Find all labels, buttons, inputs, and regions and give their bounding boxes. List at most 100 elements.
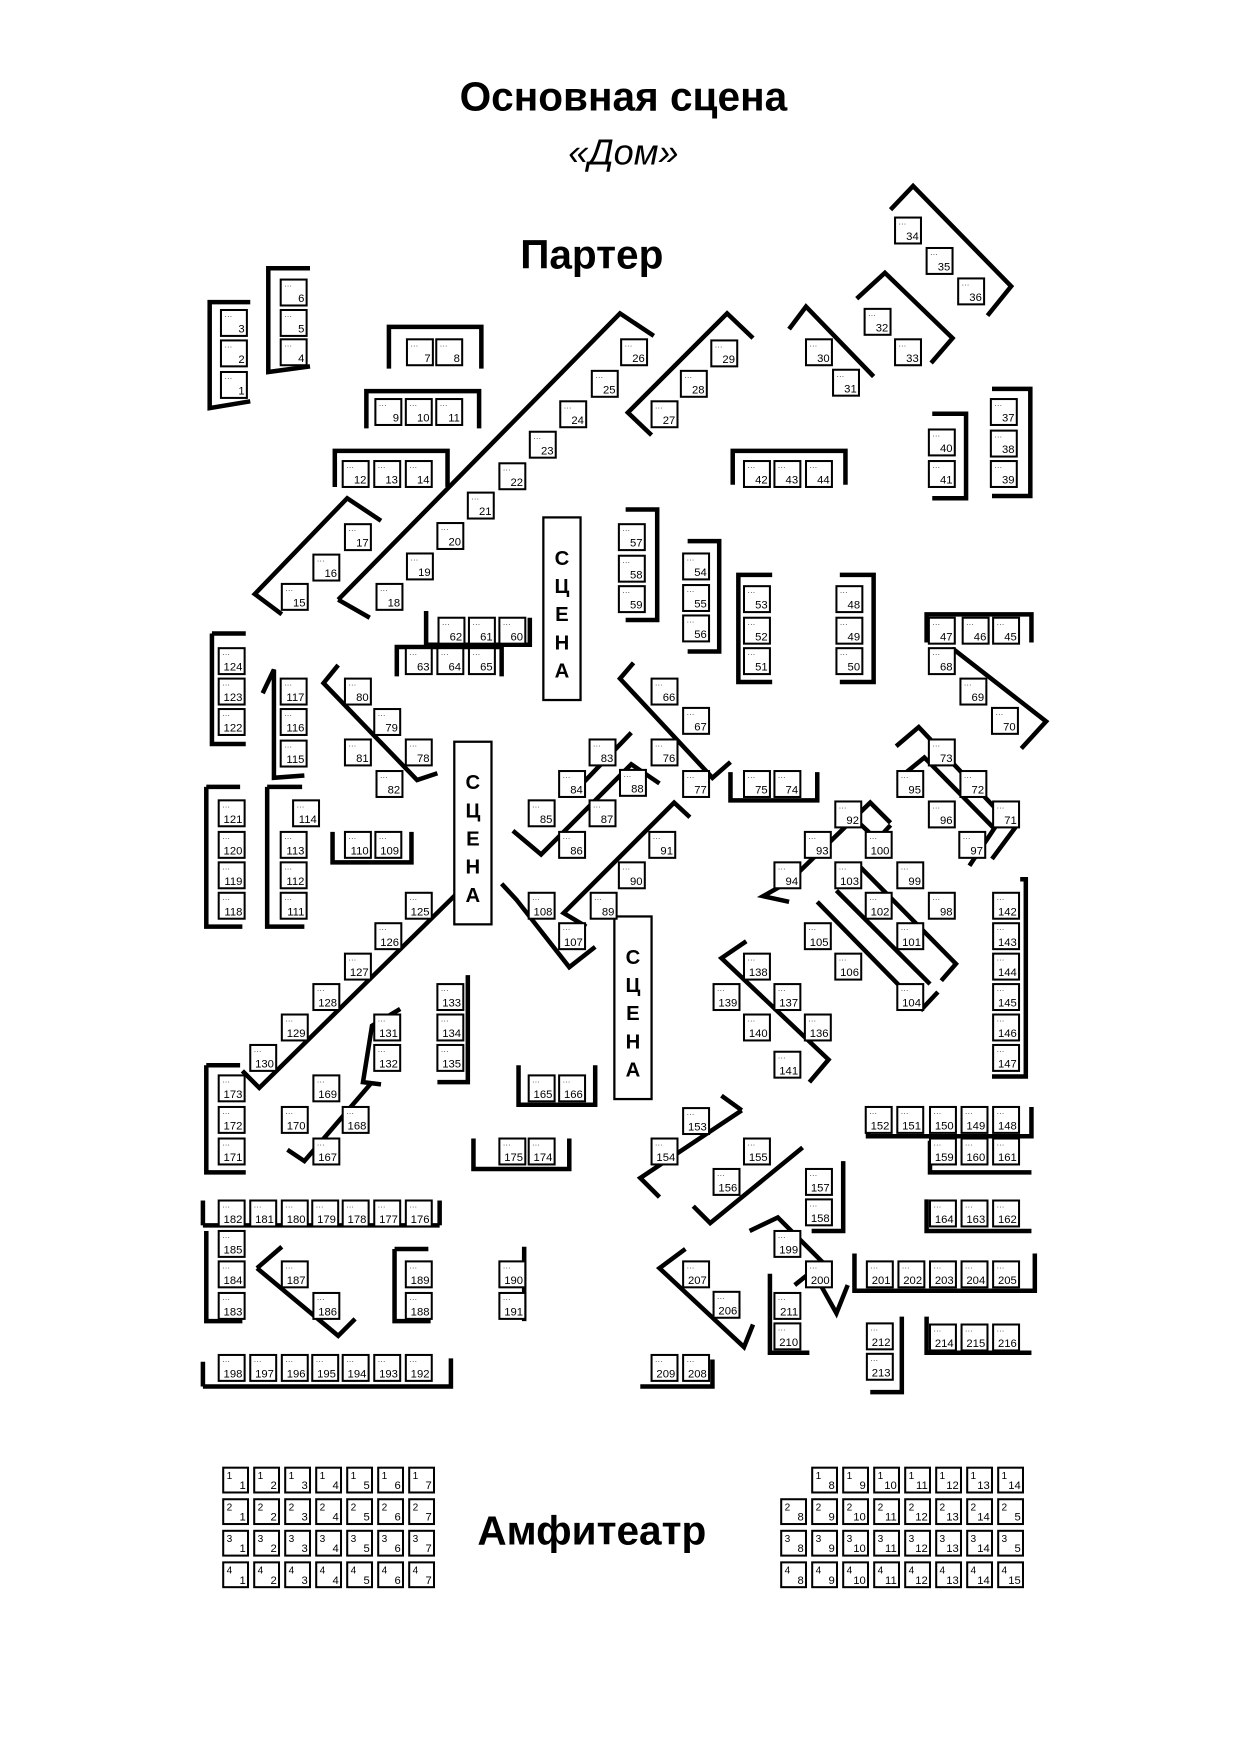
seat[interactable]: ···34	[894, 216, 922, 245]
amphitheater-seat[interactable]: 21	[222, 1498, 250, 1526]
seat[interactable]: ···158	[804, 1198, 833, 1227]
seat[interactable]: ···57	[617, 523, 646, 552]
seat[interactable]: ···113	[279, 830, 308, 859]
seat[interactable]: ···213	[865, 1352, 894, 1381]
amphitheater-seat[interactable]: 39	[811, 1529, 839, 1557]
seat[interactable]: ···78	[404, 738, 433, 767]
seat[interactable]: ···122	[217, 708, 246, 736]
seat[interactable]: ···149	[960, 1105, 989, 1134]
amphitheater-seat[interactable]: 212	[904, 1498, 932, 1526]
seat[interactable]: ···86	[558, 830, 587, 859]
seat[interactable]: ···129	[280, 1013, 309, 1042]
amphitheater-seat[interactable]: 43	[284, 1561, 312, 1589]
seat[interactable]: ···146	[992, 1013, 1021, 1042]
seat[interactable]: ···194	[341, 1353, 370, 1382]
seat[interactable]: ···216	[992, 1323, 1021, 1352]
seat[interactable]: ···148	[992, 1105, 1021, 1134]
seat[interactable]: ···43	[773, 460, 802, 488]
amphitheater-seat[interactable]: 314	[966, 1529, 994, 1557]
amphitheater-seat[interactable]: 213	[935, 1498, 963, 1526]
seat[interactable]: ···39	[989, 460, 1018, 488]
seat[interactable]: ···17	[343, 523, 372, 552]
seat[interactable]: ···75	[742, 770, 771, 798]
amphitheater-seat[interactable]: 110	[873, 1466, 901, 1494]
seat[interactable]: ···70	[990, 706, 1019, 735]
amphitheater-seat[interactable]: 312	[904, 1529, 932, 1557]
seat[interactable]: ···132	[373, 1043, 402, 1072]
seat[interactable]: ···76	[650, 738, 679, 767]
seat[interactable]: ···72	[959, 770, 988, 798]
seat[interactable]: ···187	[280, 1260, 309, 1289]
seat[interactable]: ···29	[710, 339, 739, 368]
seat[interactable]: ···180	[280, 1199, 309, 1228]
seat[interactable]: ···105	[803, 922, 832, 951]
seat[interactable]: ···166	[558, 1074, 587, 1103]
amphitheater-seat[interactable]: 37	[408, 1529, 436, 1557]
seat[interactable]: ···21	[466, 491, 495, 520]
seat[interactable]: ···22	[498, 462, 527, 491]
seat[interactable]: ···16	[312, 553, 341, 582]
seat[interactable]: ···54	[682, 552, 711, 581]
seat[interactable]: ···133	[436, 983, 465, 1012]
seat[interactable]: ···151	[896, 1105, 925, 1134]
amphitheater-seat[interactable]: 112	[935, 1466, 963, 1494]
seat[interactable]: ···79	[373, 708, 402, 736]
amphitheater-seat[interactable]: 313	[935, 1529, 963, 1557]
seat[interactable]: ···13	[373, 460, 402, 488]
seat[interactable]: ···197	[249, 1353, 278, 1382]
seat[interactable]: ···174	[527, 1137, 556, 1166]
seat[interactable]: ···10	[404, 398, 433, 426]
seat[interactable]: ···186	[312, 1291, 341, 1320]
amphitheater-seat[interactable]: 44	[315, 1561, 343, 1589]
seat[interactable]: ···38	[989, 429, 1018, 458]
seat[interactable]: ···128	[312, 983, 341, 1012]
seat[interactable]: ···137	[773, 983, 802, 1012]
seat[interactable]: ···32	[863, 307, 892, 336]
amphitheater-seat[interactable]: 410	[842, 1561, 870, 1589]
seat[interactable]: ···150	[928, 1105, 957, 1134]
seat[interactable]: ···18	[375, 582, 404, 611]
seat[interactable]: ···26	[620, 338, 649, 367]
seat[interactable]: ···11	[435, 398, 464, 426]
seat[interactable]: ···61	[467, 616, 496, 645]
seat[interactable]: ···117	[279, 677, 308, 706]
amphitheater-seat[interactable]: 29	[811, 1498, 839, 1526]
amphitheater-seat[interactable]: 36	[377, 1529, 405, 1557]
amphitheater-seat[interactable]: 411	[873, 1561, 901, 1589]
amphitheater-seat[interactable]: 33	[284, 1529, 312, 1557]
seat[interactable]: ···120	[217, 830, 246, 859]
seat[interactable]: ···212	[865, 1322, 894, 1351]
seat[interactable]: ···65	[467, 647, 496, 676]
amphitheater-seat[interactable]: 311	[873, 1529, 901, 1557]
seat[interactable]: ···159	[928, 1137, 957, 1166]
seat[interactable]: ···214	[928, 1323, 957, 1352]
seat[interactable]: ···177	[373, 1199, 402, 1228]
seat[interactable]: ···134	[436, 1013, 465, 1042]
amphitheater-seat[interactable]: 22	[253, 1498, 281, 1526]
seat[interactable]: ···27	[650, 400, 679, 429]
amphitheater-seat[interactable]: 46	[377, 1561, 405, 1589]
seat[interactable]: ···97	[958, 830, 987, 859]
seat[interactable]: ···127	[343, 952, 372, 981]
seat[interactable]: ···171	[217, 1137, 246, 1166]
seat[interactable]: ···123	[217, 677, 246, 706]
seat[interactable]: ···173	[217, 1074, 246, 1103]
seat[interactable]: ···185	[217, 1229, 246, 1258]
amphitheater-seat[interactable]: 19	[842, 1466, 870, 1494]
seat[interactable]: ···206	[712, 1290, 741, 1319]
seat[interactable]: ···116	[279, 708, 308, 736]
amphitheater-seat[interactable]: 45	[346, 1561, 374, 1589]
seat[interactable]: ···40	[927, 428, 956, 457]
seat[interactable]: ···96	[927, 800, 956, 829]
seat[interactable]: ···162	[992, 1199, 1021, 1228]
seat[interactable]: ···165	[527, 1074, 556, 1103]
seat[interactable]: ···59	[617, 585, 646, 614]
seat[interactable]: ···46	[961, 616, 990, 645]
seat[interactable]: ···1	[219, 370, 248, 399]
seat[interactable]: ···118	[217, 891, 246, 920]
seat[interactable]: ···103	[834, 861, 863, 890]
seat[interactable]: ···69	[959, 677, 988, 706]
amphitheater-seat[interactable]: 42	[253, 1561, 281, 1589]
seat[interactable]: ···37	[989, 398, 1018, 426]
seat[interactable]: ···88	[618, 768, 647, 797]
